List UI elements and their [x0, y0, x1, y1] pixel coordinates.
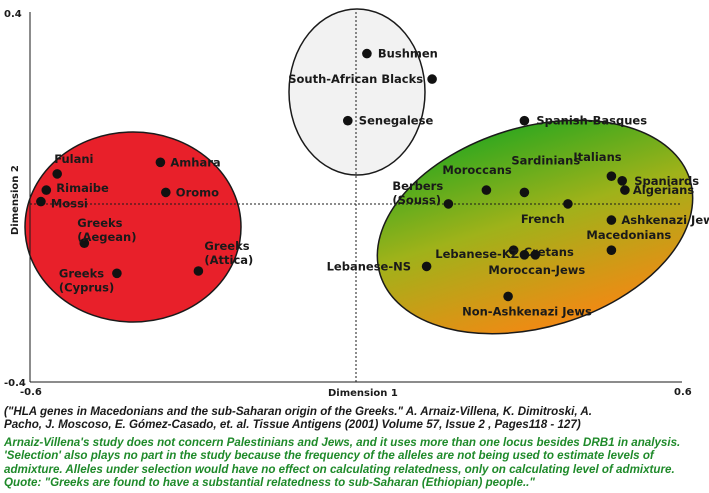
point-label-south-african-blacks: South-African Blacks — [288, 72, 423, 86]
point-moroccans — [481, 185, 492, 195]
point-label-moroccan-jews: Moroccan-Jews — [488, 263, 585, 277]
point-algerians — [620, 185, 630, 195]
point-label-berbers-souss: Berbers(Souss) — [392, 179, 443, 207]
point-lebanese-kz — [530, 250, 541, 260]
point-berbers-souss — [443, 199, 454, 209]
commentary-line: Arnaiz-Villena's study does not concern … — [4, 436, 681, 449]
commentary-line: 'Selection' also plays no part in the st… — [4, 449, 654, 463]
point-label-algerians: Algerians — [633, 183, 694, 197]
point-label-amhara: Amhara — [170, 155, 220, 169]
y-tick-bottom: -0.4 — [4, 378, 26, 389]
x-tick-left: -0.6 — [20, 387, 42, 398]
point-rimaibe — [41, 185, 52, 195]
y-tick-top: 0.4 — [4, 9, 22, 20]
point-label-rimaibe: Rimaibe — [56, 181, 109, 195]
point-senegalese — [343, 115, 353, 126]
point-label-ashkenazi-jews: Ashkenazi Jews — [621, 213, 709, 227]
point-non-ashkenazi-jews — [503, 291, 513, 302]
point-greeks-aegean — [79, 238, 90, 248]
point-greeks-cyprus — [112, 268, 122, 279]
point-label-spanish-basques: Spanish-Basques — [536, 114, 647, 128]
x-axis-label: Dimension 1 — [328, 388, 398, 399]
point-label-oromo: Oromo — [176, 185, 219, 199]
point-label-greeks-aegean: Greeks(Aegean) — [77, 216, 136, 244]
point-bushmen — [362, 48, 372, 59]
point-label-french: French — [521, 212, 565, 226]
point-label-non-ashkenazi-jews: Non-Ashkenazi Jews — [462, 304, 592, 318]
commentary-line: admixture. Alleles under selection would… — [4, 462, 675, 476]
point-label-mossi: Mossi — [51, 197, 88, 211]
point-label-greeks-cyprus: Greeks(Cyprus) — [59, 266, 114, 294]
point-label-spaniards: Spaniards — [634, 174, 699, 188]
point-label-greeks-attica: Greeks(Attica) — [204, 239, 253, 267]
point-label-macedonians: Macedonians — [586, 228, 671, 242]
x-tick-right: 0.6 — [674, 387, 692, 398]
cluster-ellipse-red — [24, 131, 242, 323]
point-moroccan-jews — [519, 250, 530, 260]
point-italians — [606, 171, 617, 181]
y-axis-label: Dimension 2 — [10, 165, 21, 235]
point-label-lebanese-ns: Lebanese-NS — [327, 259, 411, 273]
point-label-lebanese-kz: Lebanese-KZ — [435, 247, 519, 261]
point-label-senegalese: Senegalese — [359, 114, 434, 128]
point-mossi — [36, 196, 46, 207]
point-spanish-basques — [519, 115, 530, 126]
point-label-moroccans: Moroccans — [442, 163, 511, 177]
point-spaniards — [617, 176, 627, 186]
citation: ("HLA genes in Macedonians and the sub-S… — [4, 405, 706, 432]
cluster-ellipse-grey — [288, 8, 426, 176]
scatter-chart: 0.4 -0.4 -0.6 0.6 Dimension 1 Dimension … — [4, 8, 709, 399]
citation-line: Pacho, J. Moscoso, E. Gómez-Casado, et. … — [4, 418, 581, 432]
citation-line: ("HLA genes in Macedonians and the sub-S… — [4, 405, 592, 418]
point-sardinians — [519, 187, 530, 198]
point-fulani — [52, 169, 62, 179]
point-label-fulani: Fulani — [54, 152, 93, 166]
point-label-bushmen: Bushmen — [378, 47, 438, 61]
point-macedonians — [606, 245, 617, 255]
point-amhara — [155, 157, 166, 168]
point-oromo — [161, 187, 171, 198]
point-lebanese-ns — [421, 261, 432, 272]
point-label-sardinians: Sardinians — [511, 153, 580, 167]
point-french — [563, 199, 573, 209]
point-south-african-blacks — [427, 74, 437, 84]
commentary-line: Quote: "Greeks are found to have a subst… — [4, 476, 535, 490]
point-greeks-attica — [193, 266, 204, 276]
commentary: Arnaiz-Villena's study does not concern … — [4, 436, 706, 490]
point-label-italians: Italians — [573, 150, 621, 164]
point-cretans — [508, 245, 519, 255]
point-ashkenazi-jews — [606, 215, 617, 225]
